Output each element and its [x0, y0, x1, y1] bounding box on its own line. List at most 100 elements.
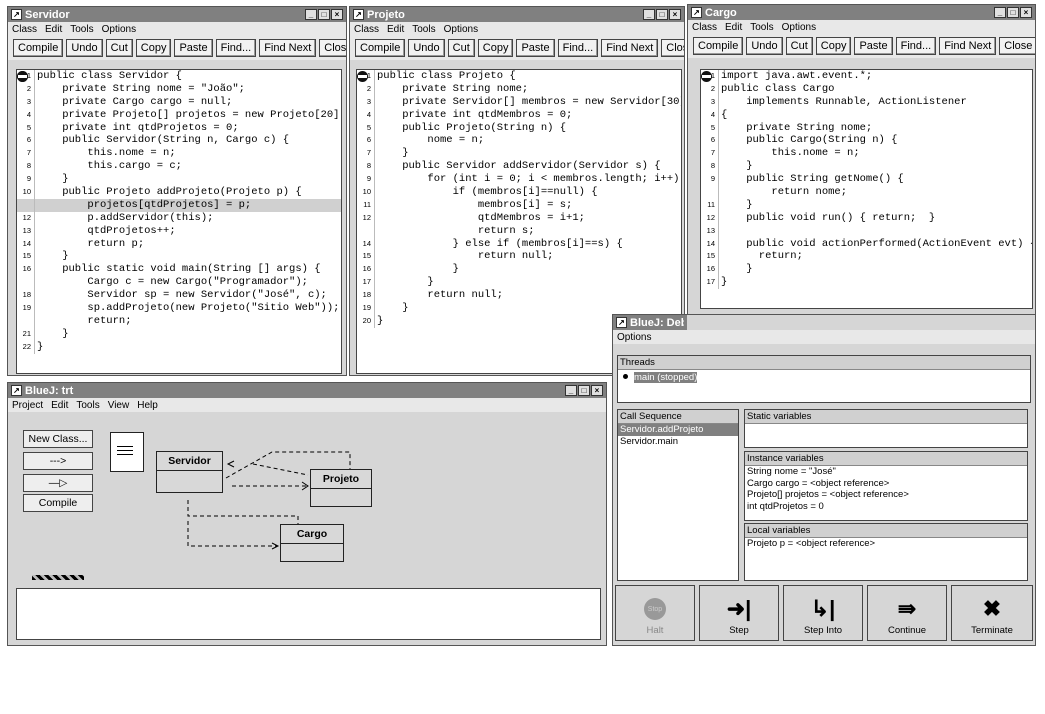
- paste-button[interactable]: Paste: [516, 39, 555, 57]
- code-line[interactable]: 11 }: [701, 198, 1032, 212]
- menu-edit[interactable]: Edit: [45, 23, 63, 35]
- code-line[interactable]: 6 public Servidor(String n, Cargo c) {: [17, 134, 341, 148]
- menu-help[interactable]: Help: [137, 399, 158, 411]
- class-box-cargo[interactable]: Cargo: [280, 524, 344, 562]
- paste-button[interactable]: Paste: [174, 39, 213, 57]
- code-line[interactable]: 4 private int qtdMembros = 0;: [357, 108, 681, 122]
- code-line[interactable]: 6 nome = n;: [357, 134, 681, 148]
- menu-tools[interactable]: Tools: [70, 23, 94, 35]
- code-line[interactable]: 15 }: [17, 250, 341, 264]
- minimize-icon[interactable]: _: [305, 9, 317, 20]
- code-line[interactable]: 14 public void actionPerformed(ActionEve…: [701, 237, 1032, 251]
- dependency-arrow-button[interactable]: --->: [23, 452, 93, 470]
- code-line[interactable]: 13 qtdProjetos++;: [17, 224, 341, 238]
- close-icon[interactable]: ×: [591, 385, 603, 396]
- code-line[interactable]: 9 }: [17, 173, 341, 187]
- cargo-title-bar[interactable]: ↗ Cargo _ □ ×: [688, 5, 1035, 20]
- terminate-button[interactable]: ✖ Terminate: [951, 585, 1033, 641]
- debugger-title-bar[interactable]: ↗ BlueJ: Debugger: [613, 315, 687, 330]
- maximize-icon[interactable]: □: [1007, 7, 1019, 18]
- code-line[interactable]: 16 public static void main(String [] arg…: [17, 263, 341, 277]
- menu-options[interactable]: Options: [617, 331, 652, 343]
- menu-edit[interactable]: Edit: [387, 23, 405, 35]
- compile-button[interactable]: Compile: [693, 37, 744, 55]
- code-line[interactable]: 10 if (membros[i]==null) {: [357, 186, 681, 199]
- compile-button[interactable]: Compile: [355, 39, 406, 57]
- code-line[interactable]: 16 }: [701, 263, 1032, 277]
- code-line[interactable]: 5 private int qtdProjetos = 0;: [17, 121, 341, 135]
- code-line[interactable]: 16 }: [357, 263, 681, 277]
- minimize-icon[interactable]: _: [565, 385, 577, 396]
- code-line[interactable]: 21 }: [17, 327, 341, 341]
- menu-project[interactable]: Project: [12, 399, 44, 411]
- code-line[interactable]: return;: [17, 71, 341, 328]
- code-line[interactable]: 12 qtdMembros = i+1;: [357, 211, 681, 225]
- code-line[interactable]: 14 } else if (membros[i]==s) {: [357, 237, 681, 251]
- code-line[interactable]: 12 p.addServidor(this);: [17, 211, 341, 225]
- code-line[interactable]: 13: [701, 224, 1032, 238]
- code-line[interactable]: 8 this.cargo = c;: [17, 160, 341, 174]
- close-icon[interactable]: ×: [331, 9, 343, 20]
- code-line[interactable]: 8 }: [701, 160, 1032, 174]
- maximize-icon[interactable]: □: [578, 385, 590, 396]
- diagram-area[interactable]: Servidor Projeto Cargo: [98, 428, 603, 585]
- cut-button[interactable]: Cut: [785, 37, 813, 55]
- compile-button[interactable]: Compile: [23, 494, 93, 512]
- thread-item[interactable]: main (stopped): [618, 370, 1030, 384]
- close-button[interactable]: Close: [661, 39, 684, 57]
- menu-tools[interactable]: Tools: [412, 23, 436, 35]
- menu-tools[interactable]: Tools: [750, 21, 774, 33]
- instance-variable[interactable]: Projeto[] projetos = <object reference>: [747, 489, 909, 500]
- menu-tools[interactable]: Tools: [76, 399, 100, 411]
- undo-button[interactable]: Undo: [66, 39, 103, 57]
- menu-class[interactable]: Class: [692, 21, 718, 33]
- copy-button[interactable]: Copy: [135, 39, 172, 57]
- code-line[interactable]: 4 private Projeto[] projetos = new Proje…: [17, 108, 341, 122]
- code-line[interactable]: 14 return p;: [17, 237, 341, 251]
- code-line[interactable]: 6 public Cargo(String n) {: [701, 134, 1032, 148]
- minimize-icon[interactable]: _: [643, 9, 655, 20]
- code-line[interactable]: 10 public Projeto addProjeto(Projeto p) …: [17, 186, 341, 199]
- step-into-button[interactable]: ↳| Step Into: [783, 585, 863, 641]
- copy-button[interactable]: Copy: [815, 37, 852, 55]
- menu-edit[interactable]: Edit: [51, 399, 69, 411]
- menu-view[interactable]: View: [107, 399, 130, 411]
- code-line[interactable]: 20}: [357, 314, 681, 328]
- instance-variable[interactable]: String nome = "José": [747, 466, 836, 477]
- code-line[interactable]: 2 private String nome = "João";: [17, 82, 341, 96]
- class-box-servidor[interactable]: Servidor: [156, 451, 223, 493]
- menu-class[interactable]: Class: [354, 23, 380, 35]
- close-icon[interactable]: ×: [669, 9, 681, 20]
- menu-class[interactable]: Class: [12, 23, 38, 35]
- code-line[interactable]: 18 Servidor sp = new Servidor("José", c)…: [17, 289, 341, 303]
- code-line[interactable]: 7 }: [357, 147, 681, 161]
- minimize-icon[interactable]: _: [994, 7, 1006, 18]
- menu-edit[interactable]: Edit: [725, 21, 743, 33]
- code-line[interactable]: 22}: [17, 340, 341, 354]
- code-line[interactable]: 11 membros[i] = s;: [357, 198, 681, 212]
- maximize-icon[interactable]: □: [318, 9, 330, 20]
- new-class-button[interactable]: New Class...: [23, 430, 93, 448]
- menu-options[interactable]: Options: [101, 23, 137, 35]
- menu-options[interactable]: Options: [443, 23, 479, 35]
- code-line[interactable]: 2 private String nome;: [357, 82, 681, 96]
- code-line[interactable]: 7 this.nome = n;: [17, 147, 341, 161]
- code-line[interactable]: 12 public void run() { return; }: [701, 211, 1032, 225]
- code-line[interactable]: 18 return null;: [357, 289, 681, 303]
- code-line[interactable]: 19 }: [357, 302, 681, 315]
- code-line[interactable]: 4{: [701, 108, 1032, 122]
- local-variable[interactable]: Projeto p = <object reference>: [747, 538, 876, 549]
- find-next-button[interactable]: Find Next: [601, 39, 659, 57]
- code-line[interactable]: 19 sp.addProjeto(new Projeto("Sitio Web"…: [17, 302, 341, 315]
- instance-variable[interactable]: Cargo cargo = <object reference>: [747, 477, 890, 489]
- breakpoint-stop-icon[interactable]: [701, 71, 712, 82]
- find-button[interactable]: Find...: [895, 37, 937, 55]
- code-line[interactable]: 3 implements Runnable, ActionListener: [701, 95, 1032, 109]
